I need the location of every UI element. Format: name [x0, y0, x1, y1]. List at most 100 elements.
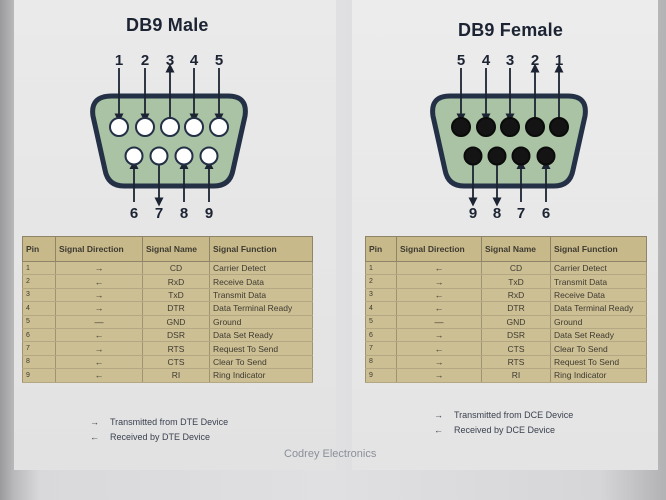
- pin-cell: 6: [22, 328, 56, 343]
- signal-function-cell: Carrier Detect: [209, 261, 313, 276]
- signal-name-cell: CTS: [481, 341, 551, 356]
- female-signal-table: Pin Signal Direction Signal Name Signal …: [365, 236, 647, 383]
- column-header-direction: Signal Direction: [396, 236, 482, 262]
- column-header-direction: Signal Direction: [55, 236, 143, 262]
- signal-function-cell: Receive Data: [209, 274, 313, 289]
- female-pin-number: 7: [516, 205, 526, 222]
- pin-cell: 5: [365, 315, 397, 329]
- female-pin-bottom: [511, 146, 531, 166]
- signal-name-cell: RTS: [481, 355, 551, 370]
- female-pin-bottom: [536, 146, 556, 166]
- column-header-function: Signal Function: [209, 236, 313, 262]
- signal-name-cell: RI: [481, 368, 551, 383]
- signal-function-cell: Transmit Data: [209, 288, 313, 303]
- signal-name-cell: DSR: [142, 328, 210, 343]
- legend-received-dce: ← Received by DCE Device: [434, 425, 555, 435]
- female-pin-number: 3: [505, 52, 515, 69]
- signal-function-cell: Request To Send: [550, 355, 647, 370]
- arrow-left-icon: ←: [434, 425, 443, 435]
- female-pin-number: 9: [468, 205, 478, 222]
- pin-cell: 3: [22, 288, 56, 303]
- pin-cell: 7: [365, 341, 397, 356]
- male-pin-bottom: [199, 146, 219, 166]
- signal-name-cell: RTS: [142, 341, 210, 356]
- signal-function-cell: Clear To Send: [550, 341, 647, 356]
- direction-cell: ←: [55, 328, 143, 343]
- pin-cell: 2: [22, 274, 56, 289]
- male-pin-bottom: [124, 146, 144, 166]
- arrow-right-icon: →: [434, 410, 443, 420]
- signal-name-cell: GND: [142, 315, 210, 329]
- signal-name-cell: TxD: [481, 274, 551, 289]
- legend-text: Transmitted from DTE Device: [110, 417, 229, 427]
- pin-cell: 9: [22, 368, 56, 383]
- male-pin-bottom: [149, 146, 169, 166]
- signal-name-cell: TxD: [142, 288, 210, 303]
- female-pin-number: 1: [554, 52, 564, 69]
- male-pin-top: [160, 117, 180, 137]
- direction-cell: →: [396, 368, 482, 383]
- legend-transmitted-dte: → Transmitted from DTE Device: [90, 417, 228, 427]
- signal-function-cell: Ground: [209, 315, 313, 329]
- direction-cell: ←: [396, 301, 482, 316]
- male-panel: [14, 0, 336, 470]
- signal-function-cell: Data Set Ready: [550, 328, 647, 343]
- pin-cell: 6: [365, 328, 397, 343]
- column-header-pin: Pin: [22, 236, 56, 262]
- pin-cell: 4: [365, 301, 397, 316]
- signal-name-cell: RxD: [142, 274, 210, 289]
- pin-cell: 3: [365, 288, 397, 303]
- female-pin-number: 6: [541, 205, 551, 222]
- legend-text: Transmitted from DCE Device: [454, 410, 574, 420]
- footer-brand: Codrey Electronics: [284, 448, 377, 460]
- pin-cell: 1: [22, 261, 56, 276]
- male-connector-shell: [90, 93, 248, 189]
- female-panel: [352, 0, 658, 470]
- direction-cell: —: [55, 315, 143, 329]
- male-signal-table: Pin Signal Direction Signal Name Signal …: [22, 236, 313, 383]
- male-pin-number: 4: [189, 52, 199, 69]
- male-title: DB9 Male: [126, 15, 209, 35]
- direction-cell: →: [396, 328, 482, 343]
- pin-cell: 7: [22, 341, 56, 356]
- pin-cell: 8: [365, 355, 397, 370]
- signal-name-cell: RxD: [481, 288, 551, 303]
- female-pin-top: [549, 117, 569, 137]
- male-pin-number: 8: [179, 205, 189, 222]
- signal-name-cell: DSR: [481, 328, 551, 343]
- direction-cell: →: [396, 274, 482, 289]
- signal-function-cell: Receive Data: [550, 288, 647, 303]
- female-pin-number: 5: [456, 52, 466, 69]
- female-pin-top: [476, 117, 496, 137]
- male-pin-top: [184, 117, 204, 137]
- legend-text: Received by DCE Device: [454, 425, 556, 435]
- direction-cell: →: [55, 261, 143, 276]
- direction-cell: →: [55, 288, 143, 303]
- signal-function-cell: Data Terminal Ready: [209, 301, 313, 316]
- female-pin-bottom: [463, 146, 483, 166]
- male-pin-number: 1: [114, 52, 124, 69]
- signal-name-cell: CTS: [142, 355, 210, 370]
- arrow-right-icon: →: [90, 417, 99, 427]
- column-header-name: Signal Name: [142, 236, 210, 262]
- direction-cell: —: [396, 315, 482, 329]
- signal-function-cell: Ring Indicator: [550, 368, 647, 383]
- signal-name-cell: CD: [142, 261, 210, 276]
- male-pin-number: 6: [129, 205, 139, 222]
- pin-cell: 1: [365, 261, 397, 276]
- pin-cell: 9: [365, 368, 397, 383]
- column-header-name: Signal Name: [481, 236, 551, 262]
- female-pin-number: 2: [530, 52, 540, 69]
- signal-function-cell: Transmit Data: [550, 274, 647, 289]
- arrow-left-icon: ←: [90, 432, 99, 442]
